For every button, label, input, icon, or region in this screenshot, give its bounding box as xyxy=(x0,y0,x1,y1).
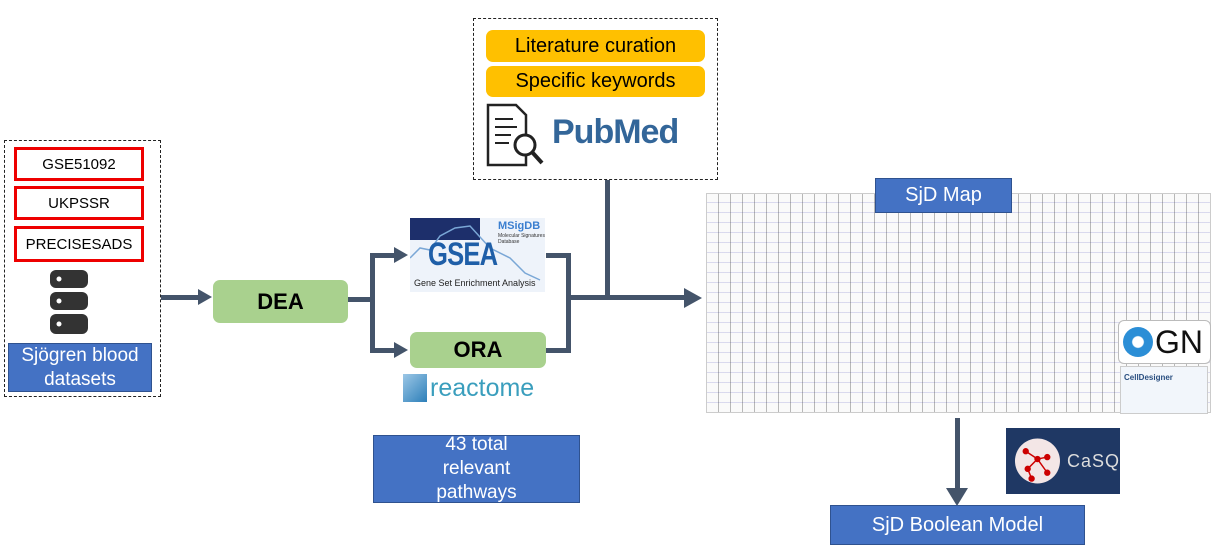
casq-logo: CaSQ xyxy=(1006,428,1120,494)
literature-curation: Literature curation xyxy=(486,30,705,62)
gsea-subtitle: Gene Set Enrichment Analysis xyxy=(414,278,536,288)
literature-group xyxy=(473,18,718,180)
gsea-logo: GSEA Gene Set Enrichment Analysis MSigDB… xyxy=(410,218,545,292)
pathways-box: 43 total relevant pathways xyxy=(373,434,580,503)
arrow-head xyxy=(946,488,968,506)
dataset-gse51092: GSE51092 xyxy=(14,147,144,181)
datasets-label: Sjögren blood datasets xyxy=(8,343,152,392)
celldesigner-text: CellDesigner xyxy=(1124,373,1173,382)
arrow-head xyxy=(684,288,702,308)
dataset-ukpssr: UKPSSR xyxy=(14,186,144,220)
boolean-model-box: SjD Boolean Model xyxy=(830,505,1085,545)
ora-box: ORA xyxy=(410,332,546,368)
reactome-text: reactome xyxy=(430,373,535,402)
dea-box: DEA xyxy=(213,280,348,323)
database-icon xyxy=(50,270,88,334)
datasets-group xyxy=(4,140,161,397)
pubmed-logo: PubMed xyxy=(552,113,679,151)
msigdb-title: MSigDB xyxy=(498,220,541,232)
arrow-head xyxy=(394,247,408,263)
celldesigner-logo: CellDesigner xyxy=(1120,366,1208,414)
sbgn-text: GN xyxy=(1155,323,1203,360)
dataset-precisesads: PRECISESADS xyxy=(14,226,144,262)
sbgn-logo: GN xyxy=(1118,320,1211,364)
sjd-map-label: SjD Map xyxy=(875,178,1012,213)
arrow-head xyxy=(198,289,212,305)
specific-keywords: Specific keywords xyxy=(486,66,705,97)
arrow-head xyxy=(394,342,408,358)
casq-text: CaSQ xyxy=(1066,450,1120,471)
gsea-title: GSEA xyxy=(428,236,498,272)
msigdb-subtitle: Molecular Signatures Database xyxy=(498,233,545,245)
document-search-icon xyxy=(486,103,544,167)
reactome-logo: reactome xyxy=(403,372,548,404)
